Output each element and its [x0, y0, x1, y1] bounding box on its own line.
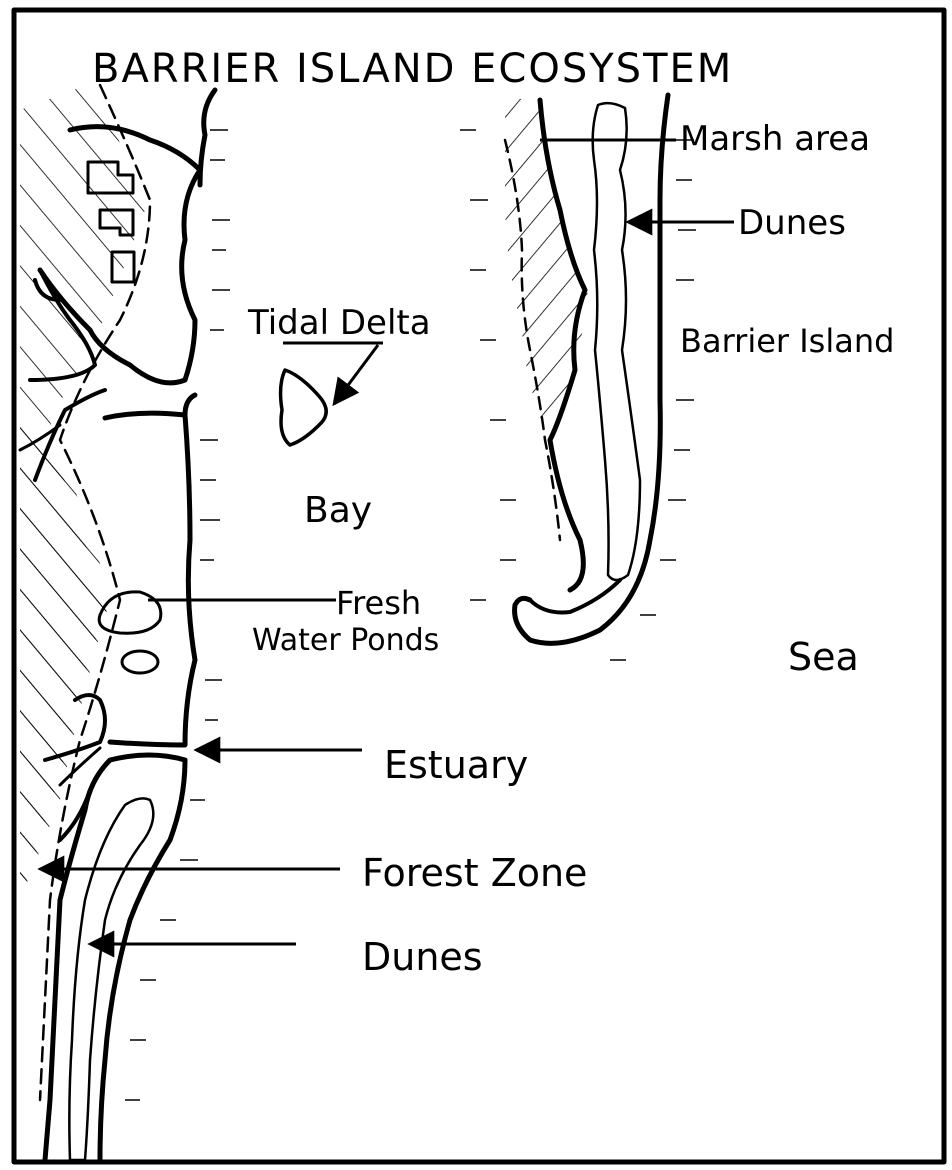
marsh-area-label: Marsh area — [680, 119, 870, 159]
top-dunes — [593, 103, 640, 580]
barrier-island-label: Barrier Island — [680, 322, 894, 360]
water-ponds-label: Water Ponds — [252, 623, 439, 658]
estuary-label: Estuary — [384, 743, 528, 787]
middle-island-outline — [105, 413, 195, 745]
lower-dunes — [69, 798, 153, 1160]
lower-island-outer — [100, 760, 185, 1160]
tidal-delta-pointer — [334, 345, 378, 404]
dunes-bottom-label: Dunes — [362, 935, 483, 979]
fresh-water-pond-2 — [122, 651, 158, 673]
forest-zone-label: Forest Zone — [362, 851, 587, 895]
mainland-hatch-lower — [20, 420, 110, 900]
tidal-delta-shape — [281, 370, 327, 445]
tidal-delta-label: Tidal Delta — [247, 303, 431, 343]
fresh-label: Fresh — [336, 584, 421, 622]
diagram-frame — [14, 10, 944, 1162]
middle-island-outer — [185, 395, 195, 415]
left-sea-shading — [125, 130, 230, 1100]
upper-barrier-outer — [200, 90, 215, 185]
sea-label: Sea — [788, 635, 859, 679]
bay-label: Bay — [304, 490, 372, 531]
lower-island-outline — [45, 755, 185, 1160]
dunes-top-label: Dunes — [738, 203, 846, 243]
diagram-title: BARRIER ISLAND ECOSYSTEM — [92, 46, 733, 92]
